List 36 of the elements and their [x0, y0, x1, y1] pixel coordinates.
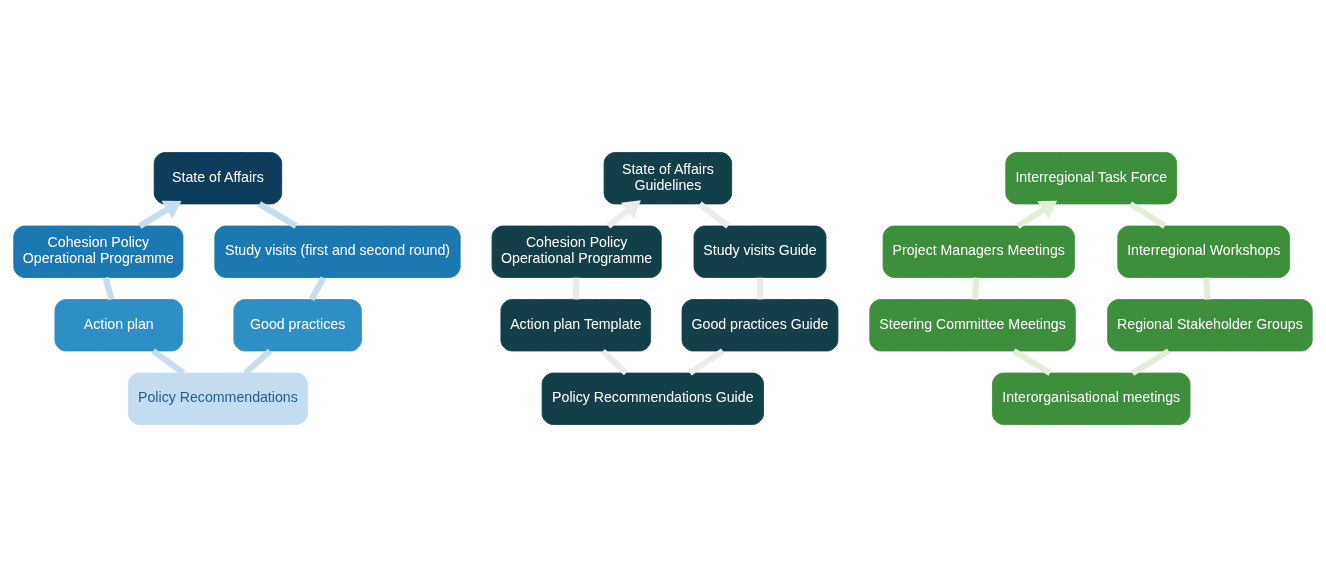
connector: [688, 348, 725, 376]
connector: [756, 277, 764, 300]
connector: [600, 348, 629, 376]
node-box: Project Managers Meetings: [882, 225, 1075, 278]
node-box: Good practices Guide: [681, 299, 839, 352]
arrow: [1016, 200, 1058, 229]
node-box: Cohesion Policy Operational Programme: [13, 225, 184, 278]
node-box: Interregional Workshops: [1117, 225, 1291, 278]
node-box: Interregional Task Force: [1005, 152, 1178, 205]
connector: [308, 276, 327, 301]
connector: [1130, 348, 1171, 376]
connector: [572, 277, 580, 300]
node-box: Action plan Template: [500, 299, 652, 352]
connector: [1012, 348, 1052, 376]
arrow: [606, 200, 641, 229]
node-box: State of Affairs: [153, 152, 283, 205]
node-box: Policy Recommendations Guide: [541, 372, 764, 425]
node-box: Regional Stakeholder Groups: [1107, 299, 1313, 352]
node-box: Study visits Guide: [693, 225, 827, 278]
node-box: Cohesion Policy Operational Programme: [491, 225, 662, 278]
node-box: Interorganisational meetings: [992, 372, 1191, 425]
node-box: State of Affairs Guidelines: [603, 152, 733, 205]
connector: [1202, 277, 1211, 300]
node-box: Action plan: [54, 299, 183, 352]
node-box: Steering Committee Meetings: [869, 299, 1076, 352]
node-box: Policy Recommendations: [128, 372, 308, 425]
node-box: Study visits (first and second round): [214, 225, 461, 278]
connector: [971, 277, 980, 300]
connector: [243, 348, 273, 376]
connector: [151, 348, 186, 376]
arrow: [138, 200, 182, 229]
connector: [697, 201, 730, 229]
connector: [1128, 201, 1167, 229]
connector: [257, 201, 298, 229]
connector: [102, 276, 115, 301]
node-box: Good practices: [233, 299, 362, 352]
